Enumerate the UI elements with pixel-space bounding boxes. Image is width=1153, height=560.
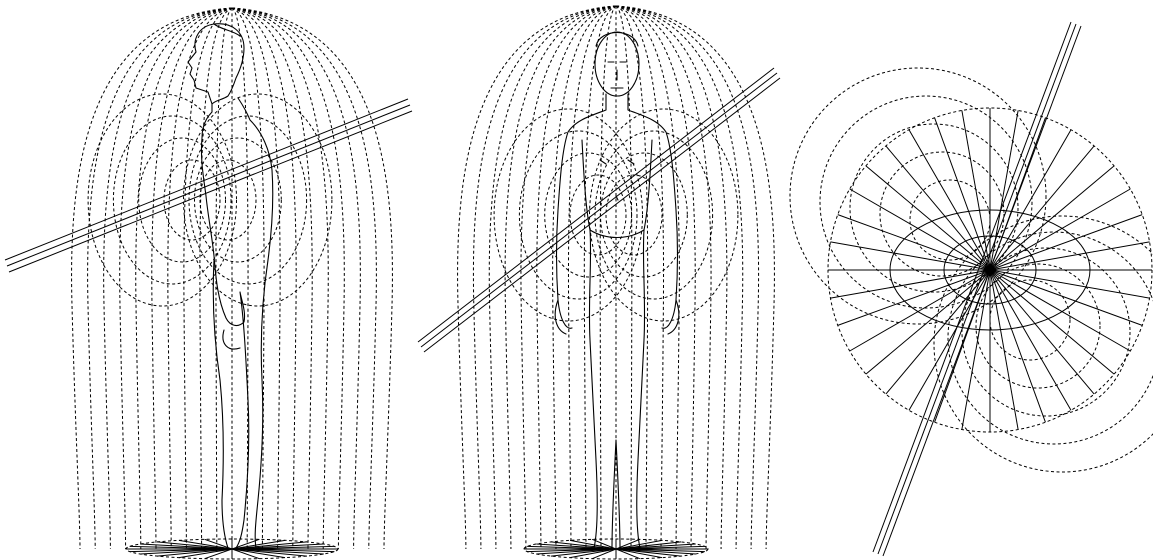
meridian-line	[232, 8, 280, 549]
meridian-line	[232, 8, 248, 549]
meridian-line	[616, 6, 711, 549]
side-view-figure	[5, 8, 412, 559]
meridian-line	[120, 8, 232, 549]
meridian-line	[473, 6, 616, 549]
field-loop	[595, 131, 713, 299]
meridian-line	[568, 6, 616, 549]
field-loop	[590, 109, 738, 321]
side-floor-spokes	[126, 539, 338, 559]
top-view-figure	[790, 22, 1153, 556]
field-loop	[88, 94, 236, 306]
side-field-loops	[88, 94, 332, 306]
top-loop	[934, 216, 1153, 472]
meridian-line	[232, 8, 360, 549]
top-loop	[990, 280, 1070, 360]
top-axis-rod	[873, 22, 1081, 556]
field-loop	[195, 138, 282, 262]
meridian-line	[184, 8, 232, 549]
front-view-figure	[418, 6, 780, 559]
meridian-line	[152, 8, 232, 549]
meridian-line	[216, 8, 232, 549]
meridian-line	[616, 6, 695, 549]
meridian-line	[88, 8, 232, 549]
meridian-line	[232, 8, 376, 549]
top-loop	[948, 232, 1153, 444]
field-loop	[184, 94, 332, 306]
field-loop	[494, 109, 642, 321]
top-loop	[910, 180, 990, 260]
field-loop	[519, 131, 637, 299]
front-axis-rod	[418, 68, 780, 352]
meridian-line	[616, 6, 664, 549]
meridian-line	[505, 6, 616, 549]
meridian-line	[232, 8, 312, 549]
meridian-line	[232, 8, 344, 549]
front-floor-spokes	[524, 539, 708, 559]
